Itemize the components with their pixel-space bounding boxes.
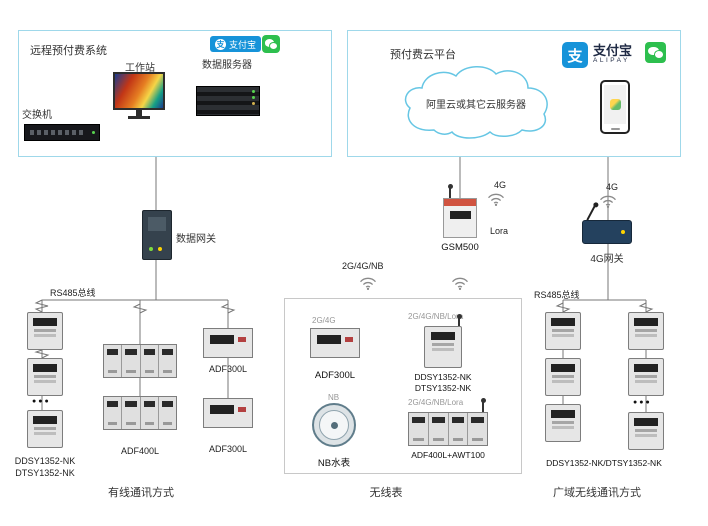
cloud-label: 阿里云或其它云服务器: [426, 100, 526, 111]
adf300l-label: ADF300L: [208, 364, 248, 374]
alipay-icon: 支: [215, 38, 226, 50]
wechat-logo-icon: [645, 42, 666, 63]
adf400l-device: [103, 344, 177, 378]
4g-gateway-label: 4G网关: [590, 254, 624, 265]
monitor-base: [128, 116, 150, 119]
data-server: [196, 86, 260, 116]
wan-section-label: 广域无线通讯方式: [553, 487, 641, 499]
switch-label: 交换机: [22, 110, 52, 121]
monitor-stand: [136, 110, 142, 117]
gsm-4g-tag: 4G: [494, 180, 507, 190]
wan-meter-label: DDSY1352-NK/DTSY1352-NK: [546, 458, 662, 468]
wireless-2g4gnb-tag: 2G/4G/NB: [342, 261, 384, 271]
meter-antenna: [480, 398, 486, 412]
gw4g-4g-tag: 4G: [606, 182, 619, 192]
wan-meter: [628, 412, 664, 450]
awt-label: ADF400L+AWT100: [411, 450, 485, 460]
data-gateway-device: [142, 210, 172, 260]
ddsy-meter: [27, 410, 63, 448]
data-gateway-label: 数据网关: [176, 234, 216, 245]
ddsy-meter: [27, 358, 63, 396]
adf400l-label: ADF400L: [120, 446, 160, 456]
network-switch: [24, 124, 100, 141]
alipay-badge-label: 支付宝: [229, 39, 257, 50]
gsm-antenna: [447, 184, 453, 198]
workstation-monitor: [113, 72, 165, 110]
remote-panel-title: 远程预付费系统: [30, 45, 107, 57]
wireless-ddsy-tag: 2G/4G/NB/Lora: [408, 312, 464, 321]
wifi-icon: [600, 195, 616, 208]
wan-meter: [545, 312, 581, 350]
wechat-icon: [262, 35, 280, 53]
adf400l-device: [103, 396, 177, 430]
wan-meter: [545, 404, 581, 442]
water-meter-tag: NB: [328, 393, 340, 402]
alipay-logo-text: 支付宝 ALIPAY: [593, 44, 632, 64]
wan-bus-label: RS485总线: [534, 290, 580, 300]
awt-tag: 2G/4G/NB/Lora: [408, 398, 464, 407]
phone-app-icon: [610, 99, 621, 110]
wan-meter: [628, 358, 664, 396]
smartphone: [600, 80, 630, 134]
wan-meter: [628, 312, 664, 350]
adf400l-awt100-device: [408, 412, 488, 446]
wifi-icon: [452, 277, 468, 290]
wifi-icon: [360, 277, 376, 290]
wired-ddsy-label-1: DDSY1352-NK: [14, 456, 76, 466]
wireless-ddsy-label-2: DTSY1352-NK: [414, 383, 472, 393]
ddsy-meter: [27, 312, 63, 350]
water-meter-label: NB水表: [317, 458, 351, 469]
4g-gateway-device: [582, 220, 632, 244]
more-meters-dots: ●●●: [633, 399, 652, 406]
phone-home-button: [611, 128, 620, 130]
gsm500-device: [443, 198, 477, 238]
wan-meter: [545, 358, 581, 396]
gsm-lora-tag: Lora: [490, 226, 509, 236]
wireless-adf300l-label: ADF300L: [314, 370, 356, 381]
adf300l-device: [203, 398, 253, 428]
gsm500-label: GSM500: [441, 242, 479, 253]
alipay-subtext: ALIPAY: [593, 57, 630, 64]
cloud-panel-title: 预付费云平台: [390, 49, 456, 61]
wired-ddsy-label-2: DTSY1352-NK: [15, 468, 75, 478]
alipay-name: 支付宝: [593, 43, 633, 58]
data-server-label: 数据服务器: [202, 60, 252, 71]
more-meters-dots: ●●●: [32, 398, 51, 405]
wireless-ddsy-meter: [424, 326, 462, 368]
wifi-icon: [488, 193, 504, 206]
adf300l-label: ADF300L: [208, 444, 248, 454]
wireless-ddsy-label-1: DDSY1352-NK: [414, 372, 472, 382]
wireless-adf300l-tag: 2G/4G: [312, 316, 336, 325]
alipay-logo-icon: 支: [562, 42, 588, 68]
wireless-adf300l-device: [310, 328, 360, 358]
nb-water-meter: [312, 403, 356, 447]
wired-bus-label: RS485总线: [50, 288, 96, 298]
alipay-badge: 支 支付宝: [210, 36, 262, 52]
wired-section-label: 有线通讯方式: [108, 487, 174, 499]
adf300l-device: [203, 328, 253, 358]
meter-antenna: [456, 314, 462, 328]
wireless-section-label: 无线表: [369, 487, 403, 499]
workstation-label: 工作站: [125, 63, 155, 74]
cloud-shape: [404, 66, 548, 139]
